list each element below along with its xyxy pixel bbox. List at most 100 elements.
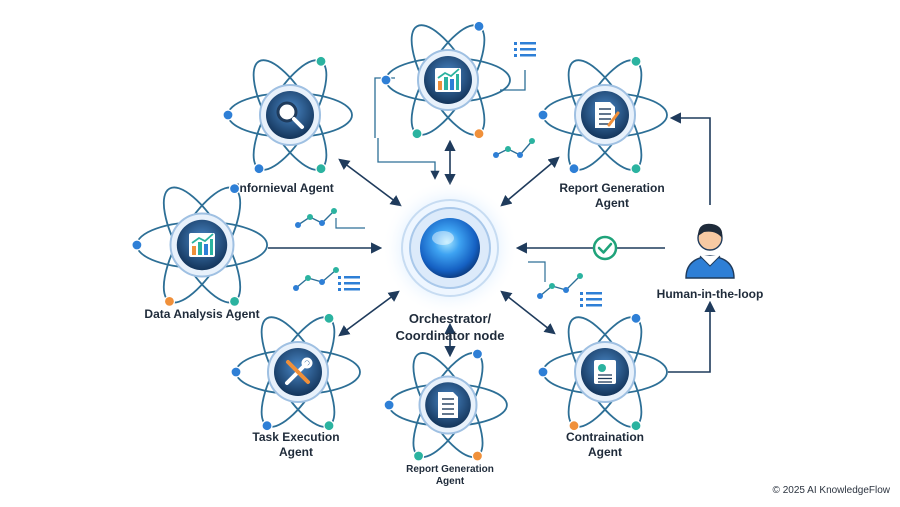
- chart-dot: [537, 293, 543, 299]
- agent-label-contraination: Agent: [588, 445, 622, 459]
- check-badge: [592, 235, 618, 261]
- list-icon: [580, 292, 602, 307]
- hub-label-line2: Coordinator node: [395, 328, 504, 343]
- electron-dot: [230, 366, 242, 378]
- human-in-the-loop[interactable]: Human-in-the-loop: [657, 223, 764, 301]
- electron-dot: [537, 109, 549, 121]
- chart-dot: [517, 152, 523, 158]
- bar-chart-icon: [435, 68, 461, 92]
- agent-label-report-top: Report Generation: [559, 181, 664, 195]
- arrow-report-top-hub: [500, 156, 560, 207]
- electron-dot: [630, 55, 642, 67]
- agent-label-data-analysis: Data Analysis Agent: [144, 307, 259, 321]
- wrench-screwdriver-icon: [285, 357, 313, 385]
- electron-dot: [412, 450, 425, 462]
- hub-highlight: [432, 231, 454, 245]
- electron-dot: [315, 163, 327, 175]
- copyright-text: © 2025 AI KnowledgeFlow: [772, 485, 890, 496]
- agent-node-analytics-top[interactable]: [380, 15, 511, 144]
- agent-label-task-execution: Agent: [279, 445, 313, 459]
- electron-dot: [473, 128, 485, 140]
- human-label: Human-in-the-loop: [657, 287, 764, 301]
- person-icon: [685, 223, 735, 279]
- connector-line: [528, 261, 546, 282]
- chart-dot: [307, 214, 313, 220]
- hub-label-line1: Orchestrator/: [409, 311, 492, 326]
- mini-line-chart: [293, 267, 339, 291]
- chart-dot: [293, 285, 299, 291]
- chart-dot: [549, 283, 555, 289]
- chart-dot: [563, 287, 569, 293]
- electron-dot: [537, 366, 549, 378]
- chart-dot: [333, 267, 339, 273]
- arrow-contraination-hub: [500, 290, 556, 335]
- electron-dot: [228, 295, 241, 307]
- electron-dot: [411, 128, 423, 140]
- electron-dot: [131, 239, 143, 251]
- agent-label-retrieval: Infornieval Agent: [236, 181, 334, 195]
- decorations: [293, 42, 602, 307]
- chart-dot: [529, 138, 535, 144]
- list-icon: [514, 42, 536, 57]
- hub-core: [420, 218, 480, 278]
- mini-line-chart: [493, 138, 535, 158]
- electron-dot: [630, 163, 642, 175]
- electron-dot: [253, 163, 265, 175]
- chart-dot: [331, 208, 337, 214]
- mini-line-chart: [537, 273, 583, 299]
- connector-left-top: [374, 77, 395, 138]
- electron-dot: [471, 450, 484, 462]
- chart-dot: [305, 275, 311, 281]
- list-icon: [338, 276, 360, 291]
- electron-dot: [383, 399, 395, 411]
- document-pen-icon: [595, 102, 620, 128]
- electron-dot: [471, 348, 484, 360]
- electron-dot: [568, 420, 580, 432]
- arrow-contraination-to-human: [668, 300, 716, 373]
- electron-dot: [228, 183, 241, 195]
- orchestrator-node[interactable]: Orchestrator/ Coordinator node: [382, 180, 518, 343]
- agent-label-report-top: Agent: [595, 196, 629, 210]
- agent-label-task-execution: Task Execution: [252, 430, 339, 444]
- electron-dot: [323, 312, 335, 324]
- chart-dot: [319, 279, 325, 285]
- arrow-task-hub: [338, 290, 400, 337]
- chart-dot: [577, 273, 583, 279]
- electron-dot: [222, 109, 234, 121]
- agent-label-report-bottom: Agent: [436, 476, 465, 487]
- mini-line-chart: [295, 208, 337, 228]
- connector-top-right: [500, 70, 526, 91]
- chart-dot: [295, 222, 301, 228]
- electron-dot: [630, 420, 642, 432]
- certificate-icon: [594, 360, 616, 384]
- magnifier-icon: [276, 101, 304, 129]
- electron-dot: [315, 55, 327, 67]
- chart-dot: [493, 152, 499, 158]
- connector-top-hub: [377, 138, 440, 180]
- electron-dot: [163, 295, 176, 307]
- connection-arrows: [268, 70, 716, 373]
- electron-dot: [380, 74, 392, 86]
- electron-dot: [630, 312, 642, 324]
- bar-chart-icon: [189, 233, 215, 257]
- connector-line: [335, 218, 365, 229]
- arrow-human-to-report: [669, 112, 711, 205]
- agent-label-contraination: Contraination: [566, 430, 644, 444]
- agent-node-retrieval[interactable]: Infornieval Agent: [222, 50, 353, 195]
- chart-dot: [319, 220, 325, 226]
- electron-dot: [323, 420, 335, 432]
- chart-dot: [505, 146, 511, 152]
- electron-dot: [261, 420, 273, 432]
- document-icon: [438, 392, 458, 418]
- agent-label-report-bottom: Report Generation: [406, 464, 494, 475]
- agent-node-data-analysis[interactable]: Data Analysis Agent: [131, 177, 268, 321]
- arrow-retrieval-hub: [338, 158, 402, 207]
- electron-dot: [568, 163, 580, 175]
